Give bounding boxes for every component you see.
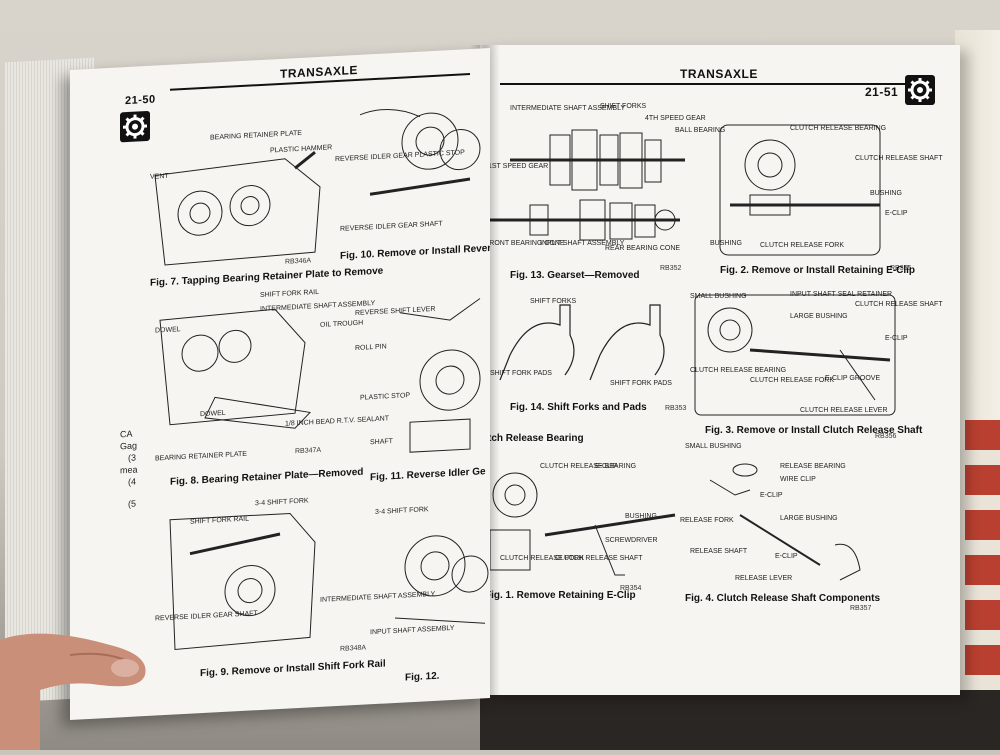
table-edge bbox=[480, 690, 1000, 750]
fig4-label-release-shaft: RELEASE SHAFT bbox=[690, 548, 747, 556]
fig2-caption: Fig. 2. Remove or Install Retaining E-Cl… bbox=[720, 265, 915, 276]
gear-badge-right bbox=[905, 75, 935, 105]
fig14-label-forks: SHIFT FORKS bbox=[530, 298, 576, 306]
side-text-1: CA bbox=[120, 429, 133, 441]
fig2-label-shaft: CLUTCH RELEASE SHAFT bbox=[855, 155, 943, 163]
fig8-label-dowel-1: DOWEL bbox=[155, 326, 181, 335]
fig2-label-bushing: BUSHING bbox=[870, 190, 902, 198]
fig11-label-shaft: SHAFT bbox=[370, 438, 393, 447]
fig4-label-release-bearing: RELEASE BEARING bbox=[780, 463, 846, 471]
fig13-label-shift-forks: SHIFT FORKS bbox=[600, 103, 646, 111]
hand-holding-page bbox=[0, 620, 160, 750]
fig9-caption: Fig. 9. Remove or Install Shift Fork Rai… bbox=[200, 658, 386, 679]
fig4-label-eclip-2: E-CLIP bbox=[775, 553, 798, 561]
fig11-label-roll-pin: ROLL PIN bbox=[355, 343, 387, 353]
fig4-label-eclip: E-CLIP bbox=[760, 492, 783, 500]
fig11-caption: Fig. 11. Reverse Idler Ge bbox=[370, 466, 486, 483]
fig3-label-large-bushing: LARGE BUSHING bbox=[790, 313, 848, 321]
gear-badge-left bbox=[120, 111, 150, 143]
side-text-6: (5 bbox=[128, 499, 136, 510]
fig2-label-bearing: CLUTCH RELEASE BEARING bbox=[790, 125, 886, 133]
fig3-label-bearing: CLUTCH RELEASE BEARING bbox=[690, 367, 786, 375]
fig9-illustration bbox=[160, 507, 325, 656]
right-header-rule bbox=[500, 83, 920, 85]
fig14-caption: Fig. 14. Shift Forks and Pads bbox=[510, 402, 647, 413]
fig3-label-small-bushing: SMALL BUSHING bbox=[690, 293, 747, 301]
left-page-header: TRANSAXLE bbox=[280, 63, 358, 81]
fig3-label-shaft: CLUTCH RELEASE SHAFT bbox=[855, 301, 943, 309]
section-heading: tch Release Bearing bbox=[488, 433, 584, 444]
fig8-code: RB347A bbox=[295, 447, 321, 455]
fig4-label-large-bushing: LARGE BUSHING bbox=[780, 515, 838, 523]
fig8-caption: Fig. 8. Bearing Retainer Plate—Removed bbox=[170, 467, 363, 488]
fig4-label-wire-clip: WIRE CLIP bbox=[780, 476, 816, 484]
fig13-label-4th-gear: 4TH SPEED GEAR bbox=[645, 115, 706, 123]
fig8-label-rail: SHIFT FORK RAIL bbox=[260, 289, 319, 300]
fig14-label-pads-2: SHIFT FORK PADS bbox=[610, 380, 672, 388]
fig1-label-shaft: CLUTCH RELEASE SHAFT bbox=[555, 555, 643, 563]
side-text-4: mea bbox=[120, 464, 138, 476]
fig7-caption: Fig. 7. Tapping Bearing Retainer Plate t… bbox=[150, 266, 383, 289]
fig3-label-fork: CLUTCH RELEASE FORK bbox=[750, 377, 834, 385]
fig3-label-seal-retainer: INPUT SHAFT SEAL RETAINER bbox=[790, 291, 892, 299]
fig13-code: RB352 bbox=[660, 265, 681, 272]
fig1-label-screwdriver: SCREWDRIVER bbox=[605, 537, 658, 545]
fig3-illustration bbox=[690, 290, 900, 420]
left-page-number: 21-50 bbox=[125, 94, 156, 108]
fig3-label-lever: CLUTCH RELEASE LEVER bbox=[800, 407, 888, 415]
fig2-label-eclip: E-CLIP bbox=[885, 210, 908, 218]
fig3-label-eclip: E-CLIP bbox=[885, 335, 908, 343]
gear-icon bbox=[905, 75, 935, 105]
fig9-label-3-4-fork: 3-4 SHIFT FORK bbox=[255, 497, 309, 508]
gear-icon bbox=[120, 111, 150, 143]
fig7-illustration bbox=[145, 146, 330, 271]
fig4-label-release-lever: RELEASE LEVER bbox=[735, 575, 792, 583]
fig9-code: RB348A bbox=[340, 644, 366, 652]
side-text-2: Gag bbox=[120, 440, 137, 452]
fig7-code: RB346A bbox=[285, 257, 311, 265]
fig7-label-vent: VENT bbox=[150, 173, 169, 182]
fig2-label-bushing-2: BUSHING bbox=[710, 240, 742, 248]
fig13-caption: Fig. 13. Gearset—Removed bbox=[510, 270, 640, 281]
fig13-label-rear-cone: REAR BEARING CONE bbox=[605, 245, 680, 253]
fig1-label-bushing: BUSHING bbox=[625, 513, 657, 521]
side-text-5: (4 bbox=[128, 477, 136, 488]
fig8-label-oil-trough: OIL TROUGH bbox=[320, 320, 363, 330]
fig1-label-bearing: CLUTCH RELEASE BEARING bbox=[540, 463, 636, 471]
right-page-header: TRANSAXLE bbox=[680, 67, 758, 81]
fig12-caption: Fig. 12. bbox=[405, 671, 439, 684]
fig3-caption: Fig. 3. Remove or Install Clutch Release… bbox=[705, 425, 922, 436]
fig8-label-retainer-plate: BEARING RETAINER PLATE bbox=[155, 451, 247, 464]
side-text-3: (3 bbox=[128, 453, 136, 464]
fig1-label-eclip: E-CLIP bbox=[595, 463, 618, 471]
fig7-label-retainer: BEARING RETAINER PLATE bbox=[210, 130, 302, 143]
right-page[interactable]: TRANSAXLE 21-51 bbox=[480, 45, 960, 695]
fig4-code: RB357 bbox=[850, 605, 871, 612]
fig1-caption: Fig. 1. Remove Retaining E-Clip bbox=[485, 590, 636, 601]
fig4-label-small-bushing: SMALL BUSHING bbox=[685, 443, 742, 451]
right-page-number: 21-51 bbox=[865, 85, 898, 99]
fig4-caption: Fig. 4. Clutch Release Shaft Components bbox=[685, 593, 880, 604]
fig14-code: RB353 bbox=[665, 405, 686, 412]
fig10-caption: Fig. 10. Remove or Install Reverse Idler… bbox=[340, 237, 490, 262]
fig4-label-release-fork: RELEASE FORK bbox=[680, 517, 734, 525]
fig8-label-dowel-2: DOWEL bbox=[200, 410, 226, 419]
fig3-label-groove: E-CLIP GROOVE bbox=[825, 375, 880, 383]
fig2-label-fork: CLUTCH RELEASE FORK bbox=[760, 242, 844, 250]
